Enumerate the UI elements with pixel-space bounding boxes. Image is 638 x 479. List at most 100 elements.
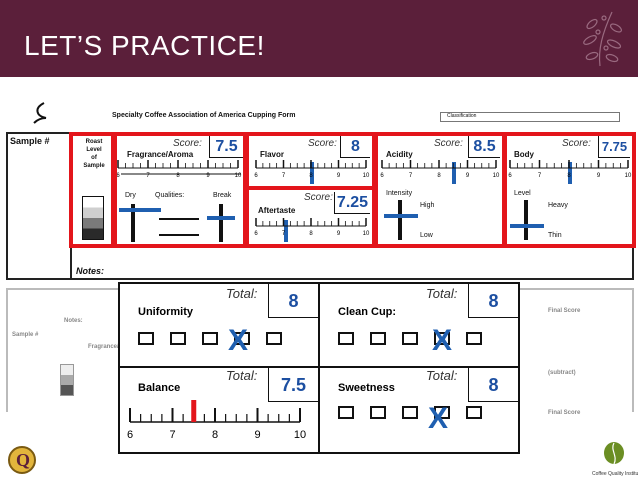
- clean-cup-cup-2[interactable]: [370, 332, 386, 345]
- acidity-marker: [452, 162, 456, 184]
- body-thin-label: Thin: [548, 232, 562, 239]
- fragrance-qualities-label: Qualities:: [155, 192, 185, 199]
- body-scale-label: 9: [597, 173, 601, 179]
- sample-label: Sample #: [10, 136, 50, 146]
- cqi-logo-text: Coffee Quality Institute: [592, 471, 638, 477]
- flavor-label: Flavor: [260, 150, 285, 159]
- aftertaste-score-label: Score:: [304, 192, 333, 203]
- sweetness-cup-2[interactable]: [370, 406, 386, 419]
- sweetness-cup-3[interactable]: [402, 406, 418, 419]
- intensity-scale: [398, 200, 402, 240]
- sweetness-cup-5[interactable]: [466, 406, 482, 419]
- fragrance-score: 7.5: [209, 136, 243, 158]
- ghost-final-1: Final Score: [548, 308, 581, 314]
- level-marker: [510, 224, 544, 228]
- body-section: Body Score: 7.75 Level Heavy Thin: [506, 134, 632, 246]
- aftertaste-scale-label: 10: [363, 231, 370, 237]
- ghost-roast: [60, 364, 74, 396]
- acidity-low-label: Low: [420, 232, 433, 239]
- score-panels: Total: 8 Uniformity X Total: 8 Clean Cup…: [118, 282, 520, 454]
- sweetness-cup-4[interactable]: [434, 406, 450, 419]
- balance-total: 7.5: [268, 368, 318, 402]
- acidity-scale-label: 10: [493, 173, 500, 179]
- aftertaste-label: Aftertaste: [258, 206, 296, 215]
- break-marker: [207, 216, 235, 220]
- flavor-scale-label: 7: [282, 173, 286, 179]
- ghost-fragrance: Fragrance/Aroma: [88, 344, 138, 350]
- acidity-score-label: Score:: [434, 138, 463, 149]
- panel-divider-h: [120, 366, 518, 368]
- coffee-branch-icon: [583, 11, 623, 67]
- clean-cup-cup-4[interactable]: [434, 332, 450, 345]
- uniformity-x-mark: X: [228, 324, 249, 357]
- fragrance-section: Fragrance/Aroma Score: 7.5 Dry Qualities…: [115, 134, 245, 246]
- level-scale: [524, 200, 528, 240]
- clean-cup-cup-1[interactable]: [338, 332, 354, 345]
- balance-scale-label: 10: [294, 429, 306, 441]
- notes-label: Notes:: [76, 266, 105, 276]
- acidity-scale-label: 7: [409, 173, 413, 179]
- uniformity-cup-4[interactable]: [234, 332, 250, 345]
- break-scale: [219, 204, 223, 242]
- sweetness-x-mark: X: [428, 402, 449, 435]
- aftertaste-highlight: [245, 186, 376, 248]
- flavor-score: 8: [340, 136, 370, 158]
- body-score-label: Score:: [562, 138, 591, 149]
- balance-scale-label: 7: [169, 429, 175, 441]
- acidity-scale-label: 9: [466, 173, 470, 179]
- body-heavy-label: Heavy: [548, 202, 568, 209]
- scaa-logo-icon: [33, 102, 47, 124]
- body-level-label: Level: [514, 190, 531, 197]
- body-scale-label: 7: [538, 173, 542, 179]
- slide-title: LET’S PRACTICE!: [24, 30, 265, 61]
- cqi-leaf-icon: [604, 442, 624, 465]
- roast-section: Roast Level of Sample: [72, 134, 114, 246]
- sweetness-panel: Total: 8 Sweetness X: [320, 368, 518, 452]
- fragrance-break-label: Break: [213, 192, 232, 199]
- cupping-form: Specialty Coffee Association of America …: [0, 90, 638, 460]
- uniformity-cup-1[interactable]: [138, 332, 154, 345]
- uniformity-cup-3[interactable]: [202, 332, 218, 345]
- fragrance-scale-label: 8: [176, 173, 180, 179]
- clean-cup-cup-3[interactable]: [402, 332, 418, 345]
- sweetness-cup-1[interactable]: [338, 406, 354, 419]
- balance-label: Balance: [138, 382, 181, 394]
- clean-cup-panel: Total: 8 Clean Cup: X: [320, 284, 518, 366]
- balance-total-label: Total:: [226, 368, 258, 383]
- flavor-scale-label: 10: [363, 173, 370, 179]
- body-marker: [568, 162, 572, 184]
- flavor-scale-label: 9: [337, 173, 341, 179]
- fragrance-scale-label: 9: [206, 173, 210, 179]
- acidity-high-label: High: [420, 202, 435, 209]
- clean-cup-total-label: Total:: [426, 286, 458, 301]
- sweetness-total-label: Total:: [426, 368, 458, 383]
- uniformity-cup-5[interactable]: [266, 332, 282, 345]
- fragrance-score-label: Score:: [173, 138, 202, 149]
- acidity-scale-label: 8: [437, 173, 441, 179]
- panel-divider-v: [318, 284, 320, 452]
- fragrance-scale: [121, 173, 241, 175]
- uniformity-cup-2[interactable]: [170, 332, 186, 345]
- qualities-line-1: [159, 218, 199, 220]
- balance-marker[interactable]: [191, 400, 197, 422]
- fragrance-scale-label: 6: [116, 173, 120, 179]
- body-scale-label: 10: [625, 173, 632, 179]
- acidity-intensity-label: Intensity: [386, 190, 413, 197]
- uniformity-total: 8: [268, 284, 318, 318]
- uniformity-total-label: Total:: [226, 286, 258, 301]
- acidity-highlight: [374, 132, 506, 248]
- body-label: Body: [514, 150, 534, 159]
- body-score: 7.75: [598, 136, 630, 158]
- slide-header: LET’S PRACTICE!: [0, 0, 638, 77]
- clean-cup-cup-5[interactable]: [466, 332, 482, 345]
- fragrance-scale-label: 10: [235, 173, 242, 179]
- flavor-marker: [310, 162, 314, 184]
- aftertaste-marker: [284, 220, 288, 242]
- acidity-score: 8.5: [468, 136, 500, 158]
- classification-label: Classification: [447, 113, 477, 119]
- aftertaste-section: Aftertaste Score: 7.25: [250, 190, 372, 246]
- balance-scale-label: 6: [127, 429, 133, 441]
